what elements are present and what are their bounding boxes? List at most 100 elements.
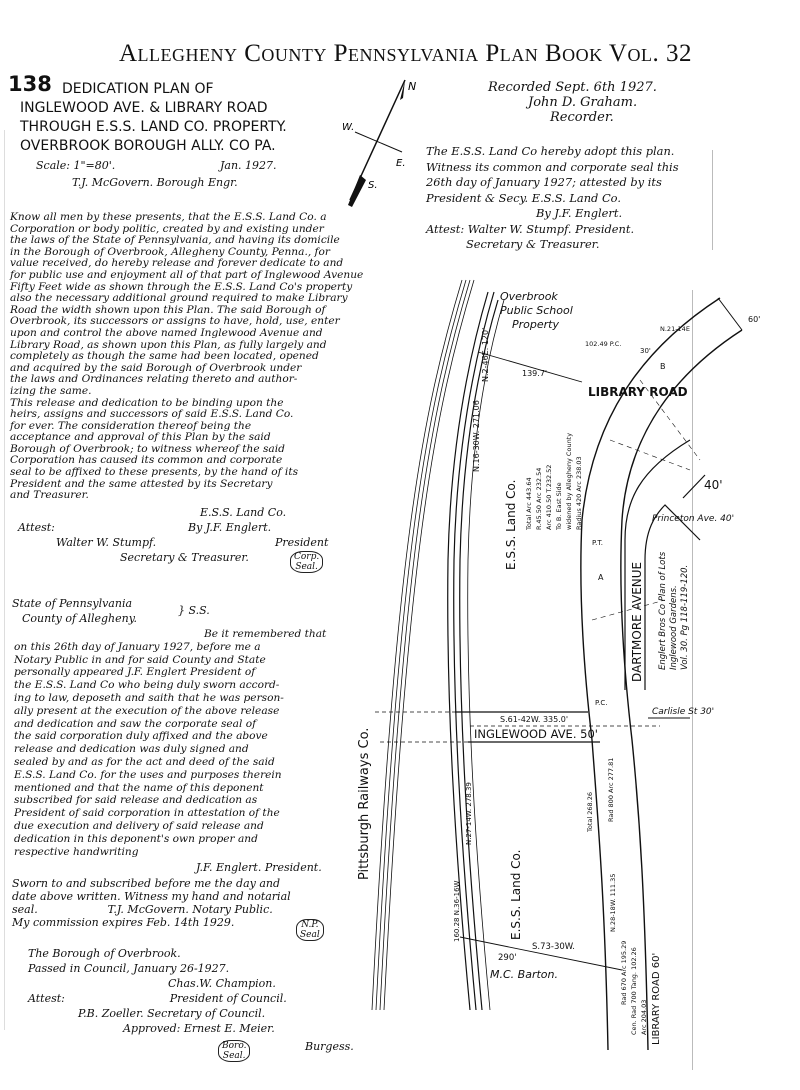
dedication-text: Know all men by these presents, that the… [10, 211, 364, 502]
notary-county: County of Allegheny. [22, 612, 137, 625]
sworn-line: Sworn to and subscribed before me the da… [12, 877, 281, 890]
notary-signature: J.F. Englert. President. [196, 861, 322, 874]
sworn-line: date above written. Witness my hand and … [12, 890, 291, 903]
text-line: Overbrook, its successors or assigns to … [10, 315, 340, 328]
text-line: the laws and Ordinances relating thereto… [10, 373, 298, 386]
plan-number: 138 [8, 72, 52, 96]
west-bearing: 160.28 N.36-16W [453, 880, 461, 942]
text-line: President of said corporation in attesta… [14, 807, 280, 820]
recorded-line: Recorder. [550, 110, 614, 125]
text-line: upon and control the above named Inglewo… [10, 326, 323, 339]
text-line: on this 26th day of January 1927, before… [14, 640, 261, 653]
text-line: due execution and delivery of said relea… [14, 819, 264, 832]
divider [712, 150, 713, 250]
ess-upper-label: E.S.S. Land Co. [504, 480, 518, 570]
point-b: B [660, 362, 666, 371]
text-line: Notary Public in and for said County and… [14, 653, 266, 666]
text-line: personally appeared J.F. Englert Preside… [14, 666, 256, 679]
adoption-line: Attest: Walter W. Stumpf. President. [426, 221, 635, 236]
curve-upper-notes: 102.49 P.C. Total Arc 443.64 R.45.50 Arc… [525, 340, 621, 531]
curve-note: Rad 800 Arc 277.81 [607, 758, 615, 822]
text-line: seal to be affixed to these presents, by… [10, 466, 299, 479]
seal-text: Seal. [295, 562, 318, 572]
carlisle-label: Carlisle St 30' [652, 707, 714, 717]
title-line: DEDICATION PLAN OF [62, 81, 214, 97]
school-line-text: Overbrook [500, 290, 558, 303]
notary-ss: } S.S. [178, 604, 210, 617]
curve-note: Rad 670 Arc 195.29 [620, 941, 628, 1005]
adoption-line: Witness its common and corporate seal th… [426, 159, 679, 174]
text-line: in the Borough of Overbrook, Allegheny C… [10, 245, 330, 258]
barton-label: M.C. Barton. [490, 968, 558, 981]
south-line [459, 936, 623, 971]
text-line: This release and dedication to be bindin… [10, 396, 284, 409]
curve-lower-notes: N.28-18W. 111.35 Total 268.26 Rad 800 Ar… [586, 758, 648, 1035]
inglewood-bearing: S.61-42W. 335.0' [500, 715, 568, 724]
corp-seal: Corp.Seal. [290, 551, 324, 573]
bearing-south: S.73-30W. [532, 942, 575, 952]
englert-plan-line: Englert Bros Co Plan of Lots [658, 551, 668, 670]
text-line: heirs, assigns and successors of said E.… [10, 408, 294, 421]
school-label: Overbrook Public School Property [500, 290, 576, 331]
recorded-line: Recorded Sept. 6th 1927. [488, 80, 657, 95]
text-line: and dedication and saw the corporate sea… [14, 717, 257, 730]
point-a: A [598, 573, 604, 582]
text-line: President and the same attested by its S… [10, 477, 273, 490]
text-line: ally present at the execution of the abo… [14, 704, 280, 717]
council-line: Passed in Council, January 26-1927. [28, 962, 230, 975]
title-line: THROUGH E.S.S. LAND CO. PROPERTY. [20, 119, 287, 135]
council-line: Chas.W. Champion. [168, 977, 276, 990]
pc-label: P.C. [595, 699, 607, 707]
bearing-north: N.2-46E. 120' [481, 328, 490, 382]
title-line: OVERBROOK BOROUGH ALLY. CO PA. [20, 138, 276, 154]
curve-note: Total 268.26 [586, 792, 594, 833]
text-line: the said corporation duly affixed and th… [14, 730, 268, 743]
dedication-by: By J.F. Englert. [188, 521, 272, 534]
engineer: T.J. McGovern. Borough Engr. [72, 176, 238, 189]
curve-note: Arc 410.50 T.232.52 [545, 465, 553, 530]
notary-state: State of Pennsylvania [12, 597, 133, 610]
scale: Scale: 1"=80'. [36, 159, 116, 172]
library-road-upper: LIBRARY ROAD [588, 385, 688, 399]
north-arrow-icon: N W. E. S. [342, 79, 416, 207]
title-line: INGLEWOOD AVE. & LIBRARY ROAD [20, 100, 268, 116]
plan-title: DEDICATION PLAN OF INGLEWOOD AVE. & LIBR… [20, 80, 287, 156]
compass-w: W. [342, 122, 354, 133]
ess-lower-label: E.S.S. Land Co. [509, 850, 523, 940]
text-line: Be it remembered that [204, 628, 327, 640]
compass-s: S. [368, 180, 378, 191]
railway-label: Pittsburgh Railways Co. [357, 728, 372, 880]
adoption-line: By J.F. Englert. [536, 206, 623, 220]
text-line: izing the same. [10, 384, 92, 397]
curve-note: Total Arc 443.64 [525, 477, 533, 531]
text-line: release and dedication was duly signed a… [14, 743, 249, 756]
adoption-line: The E.S.S. Land Co hereby adopt this pla… [426, 144, 675, 158]
council-block: The Borough of Overbrook. Passed in Coun… [28, 946, 287, 1036]
text-line: Know all men by these presents, that the… [10, 211, 327, 223]
railway-lines [371, 279, 475, 1011]
dedication-sec-title: Secretary & Treasurer. [120, 551, 249, 564]
curve-note: To B. East Side [555, 482, 563, 531]
inglewood-label: INGLEWOOD AVE. 50' [474, 727, 598, 741]
creek-lines [447, 291, 505, 1011]
text-line: ing to law, deposeth and saith that he w… [14, 691, 284, 704]
text-line: the laws of the State of Pennsylvania, a… [10, 234, 340, 247]
seal-text: N.P. [301, 920, 319, 930]
text-line: and acquired by the said Borough of Over… [10, 361, 302, 374]
text-line: Borough of Overbrook; to witness whereof… [10, 442, 285, 455]
council-line: P.B. Zoeller. Secretary of Council. [78, 1007, 266, 1020]
curve-note: Cen. Rad 700 Tang. 102.26 [630, 947, 638, 1035]
west-bearing: N.27-14W. 278.39 [465, 782, 473, 845]
radius-lines [591, 379, 701, 621]
compass-n: N [408, 80, 416, 93]
width-30: 30' [640, 347, 651, 355]
curve-note: N.28-18W. 111.35 [609, 874, 617, 932]
text-line: mentioned and that the name of this depo… [14, 781, 264, 794]
road-width: 60' [748, 315, 760, 324]
curve-note: Arc 204.03 [640, 1000, 648, 1035]
curve-note: widened by Allegheny County [565, 433, 573, 530]
text-line: for public use and enjoyment all of that… [10, 268, 364, 281]
boro-seal: Boro.Seal. [218, 1040, 251, 1062]
